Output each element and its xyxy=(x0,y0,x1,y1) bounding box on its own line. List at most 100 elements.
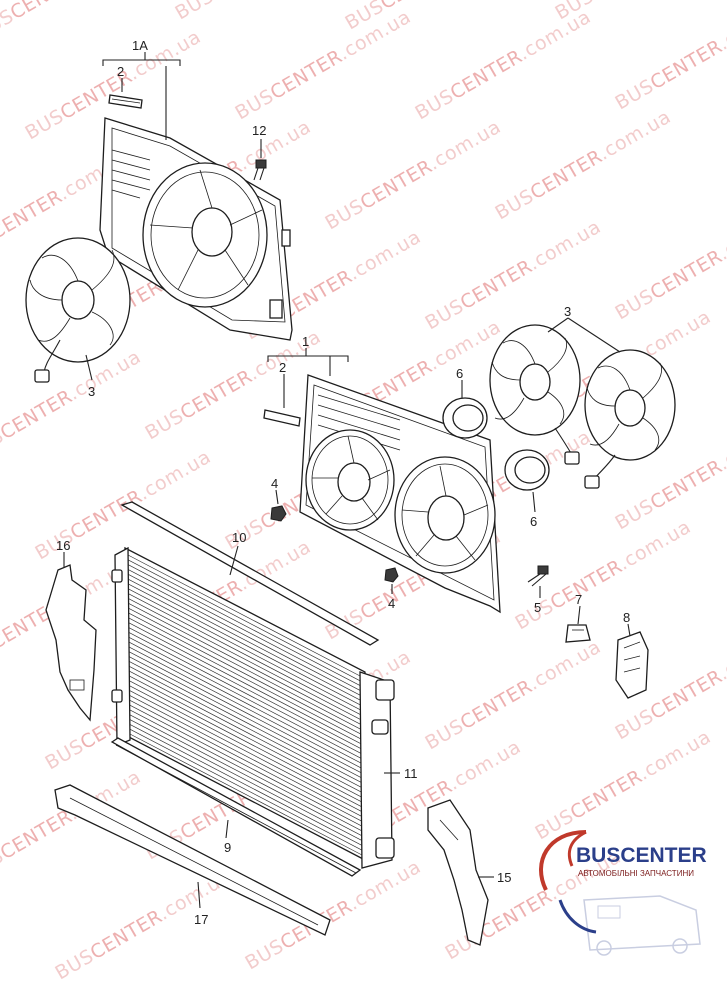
radiator-fin xyxy=(127,573,363,697)
radiator-fin xyxy=(127,723,363,846)
watermark-text: BUSCENTER.com.ua xyxy=(612,206,727,325)
watermark-text: BUSCENTER.com.ua xyxy=(422,216,605,335)
radiator-fins xyxy=(127,554,363,856)
radiator-fin xyxy=(127,703,363,827)
callout-15: 15 xyxy=(497,870,511,885)
radiator-fin xyxy=(127,612,363,736)
radiator-fin xyxy=(127,699,363,822)
shroud-main-grille xyxy=(317,394,401,451)
radiator-fin xyxy=(127,583,363,707)
radiator-fin xyxy=(127,727,363,851)
air-guide-17 xyxy=(54,784,331,936)
gasket-strip-mid xyxy=(263,409,301,427)
callout-3-right: 3 xyxy=(564,304,571,319)
callout-8: 8 xyxy=(623,610,630,625)
logo-vehicle-silhouette xyxy=(583,895,701,956)
watermark-text: BUSCENTER.com.ua xyxy=(492,106,675,225)
radiator-fin xyxy=(127,597,363,721)
air-guide-15 xyxy=(427,799,489,946)
callout-10: 10 xyxy=(232,530,246,545)
radiator-fin xyxy=(127,689,363,813)
radiator-fin xyxy=(127,665,363,788)
radiator-fin xyxy=(127,713,363,837)
radiator-fin xyxy=(127,578,363,702)
ring-6-bottom xyxy=(504,449,550,491)
radiator-fin xyxy=(127,588,363,711)
air-guide-16 xyxy=(45,564,97,722)
callout-1A: 1A xyxy=(132,38,148,53)
callout-4-bottom: 4 xyxy=(388,596,395,611)
bracket-8 xyxy=(615,631,649,699)
nut-4-top xyxy=(270,505,287,522)
seal-strip-10 xyxy=(120,501,380,646)
radiator-fin xyxy=(127,593,363,716)
bolt-5 xyxy=(527,565,549,587)
radiator-fin xyxy=(127,646,363,769)
radiator-fin xyxy=(127,708,363,832)
callout-3-left: 3 xyxy=(88,384,95,399)
callout-12: 12 xyxy=(252,123,266,138)
callout-17: 17 xyxy=(194,912,208,927)
shroud-upper-grille xyxy=(111,149,151,199)
radiator-fin xyxy=(127,636,363,760)
radiator-fin xyxy=(127,670,363,793)
callout-2-mid: 2 xyxy=(279,360,286,375)
radiator-fin xyxy=(127,617,363,740)
radiator-fin xyxy=(127,732,363,856)
fan-shroud-upper xyxy=(99,117,293,341)
radiator-fin xyxy=(127,674,363,798)
watermark-text: BUSCENTER.com.ua xyxy=(0,346,145,465)
fan-shroud-main xyxy=(299,374,501,614)
callout-9: 9 xyxy=(224,840,231,855)
callout-11: 11 xyxy=(404,766,418,781)
radiator-fin xyxy=(127,718,363,841)
radiator-fin xyxy=(127,631,363,755)
radiator-fin xyxy=(127,607,363,731)
seal-strip-9 xyxy=(110,737,362,877)
leader-lines xyxy=(63,52,631,909)
callout-5: 5 xyxy=(534,600,541,615)
watermark-text: BUSCENTER.com.ua xyxy=(412,6,595,125)
clip-7 xyxy=(565,624,591,643)
radiator-fin xyxy=(127,569,363,692)
radiator-fin xyxy=(127,626,363,750)
buscenter-logo: BUSCENTER АВТОМОБІЛЬНІ ЗАПЧАСТИНИ xyxy=(539,830,707,956)
radiator-fin xyxy=(127,684,363,808)
watermark-text: BUSCENTER.com.ua xyxy=(322,116,505,235)
bolt-12 xyxy=(253,159,267,181)
callout-2-top: 2 xyxy=(117,64,124,79)
watermark-text: BUSCENTER.com.ua xyxy=(242,856,425,975)
callout-6-bottom: 6 xyxy=(530,514,537,529)
radiator-fin xyxy=(127,554,363,678)
ring-6-top xyxy=(442,397,488,439)
radiator xyxy=(111,546,395,869)
radiator-fin xyxy=(127,564,363,687)
watermark-text: BUSCENTER.com.ua xyxy=(232,6,415,125)
callout-16: 16 xyxy=(56,538,70,553)
radiator-fin xyxy=(127,602,363,726)
callout-1: 1 xyxy=(302,334,309,349)
radiator-fin xyxy=(127,679,363,803)
fan-left xyxy=(25,237,131,383)
radiator-fin xyxy=(127,694,363,817)
logo-tagline: АВТОМОБІЛЬНІ ЗАПЧАСТИНИ xyxy=(578,869,694,878)
radiator-fin xyxy=(127,650,363,774)
callout-6-top: 6 xyxy=(456,366,463,381)
radiator-fin xyxy=(127,655,363,779)
fan-right-2 xyxy=(584,349,676,489)
radiator-fin xyxy=(127,641,363,764)
watermark-text: BUSCENTER.com.ua xyxy=(142,326,325,445)
callout-7: 7 xyxy=(575,592,582,607)
radiator-fin xyxy=(127,660,363,784)
callout-labels: 1A 2 12 3 1 2 6 3 4 6 10 16 4 5 7 8 11 9… xyxy=(56,38,630,927)
logo-name: BUSCENTER xyxy=(576,844,707,867)
watermark-text: BUSCENTER.com.ua xyxy=(612,0,727,114)
radiator-fin xyxy=(127,559,363,683)
radiator-fin xyxy=(127,622,363,745)
nut-4-bottom xyxy=(384,567,399,583)
fan-right-1 xyxy=(489,324,581,465)
callout-4-top: 4 xyxy=(271,476,278,491)
gasket-strip-top xyxy=(108,94,143,109)
watermark-text: BUSCENTER.com.ua xyxy=(172,0,355,24)
